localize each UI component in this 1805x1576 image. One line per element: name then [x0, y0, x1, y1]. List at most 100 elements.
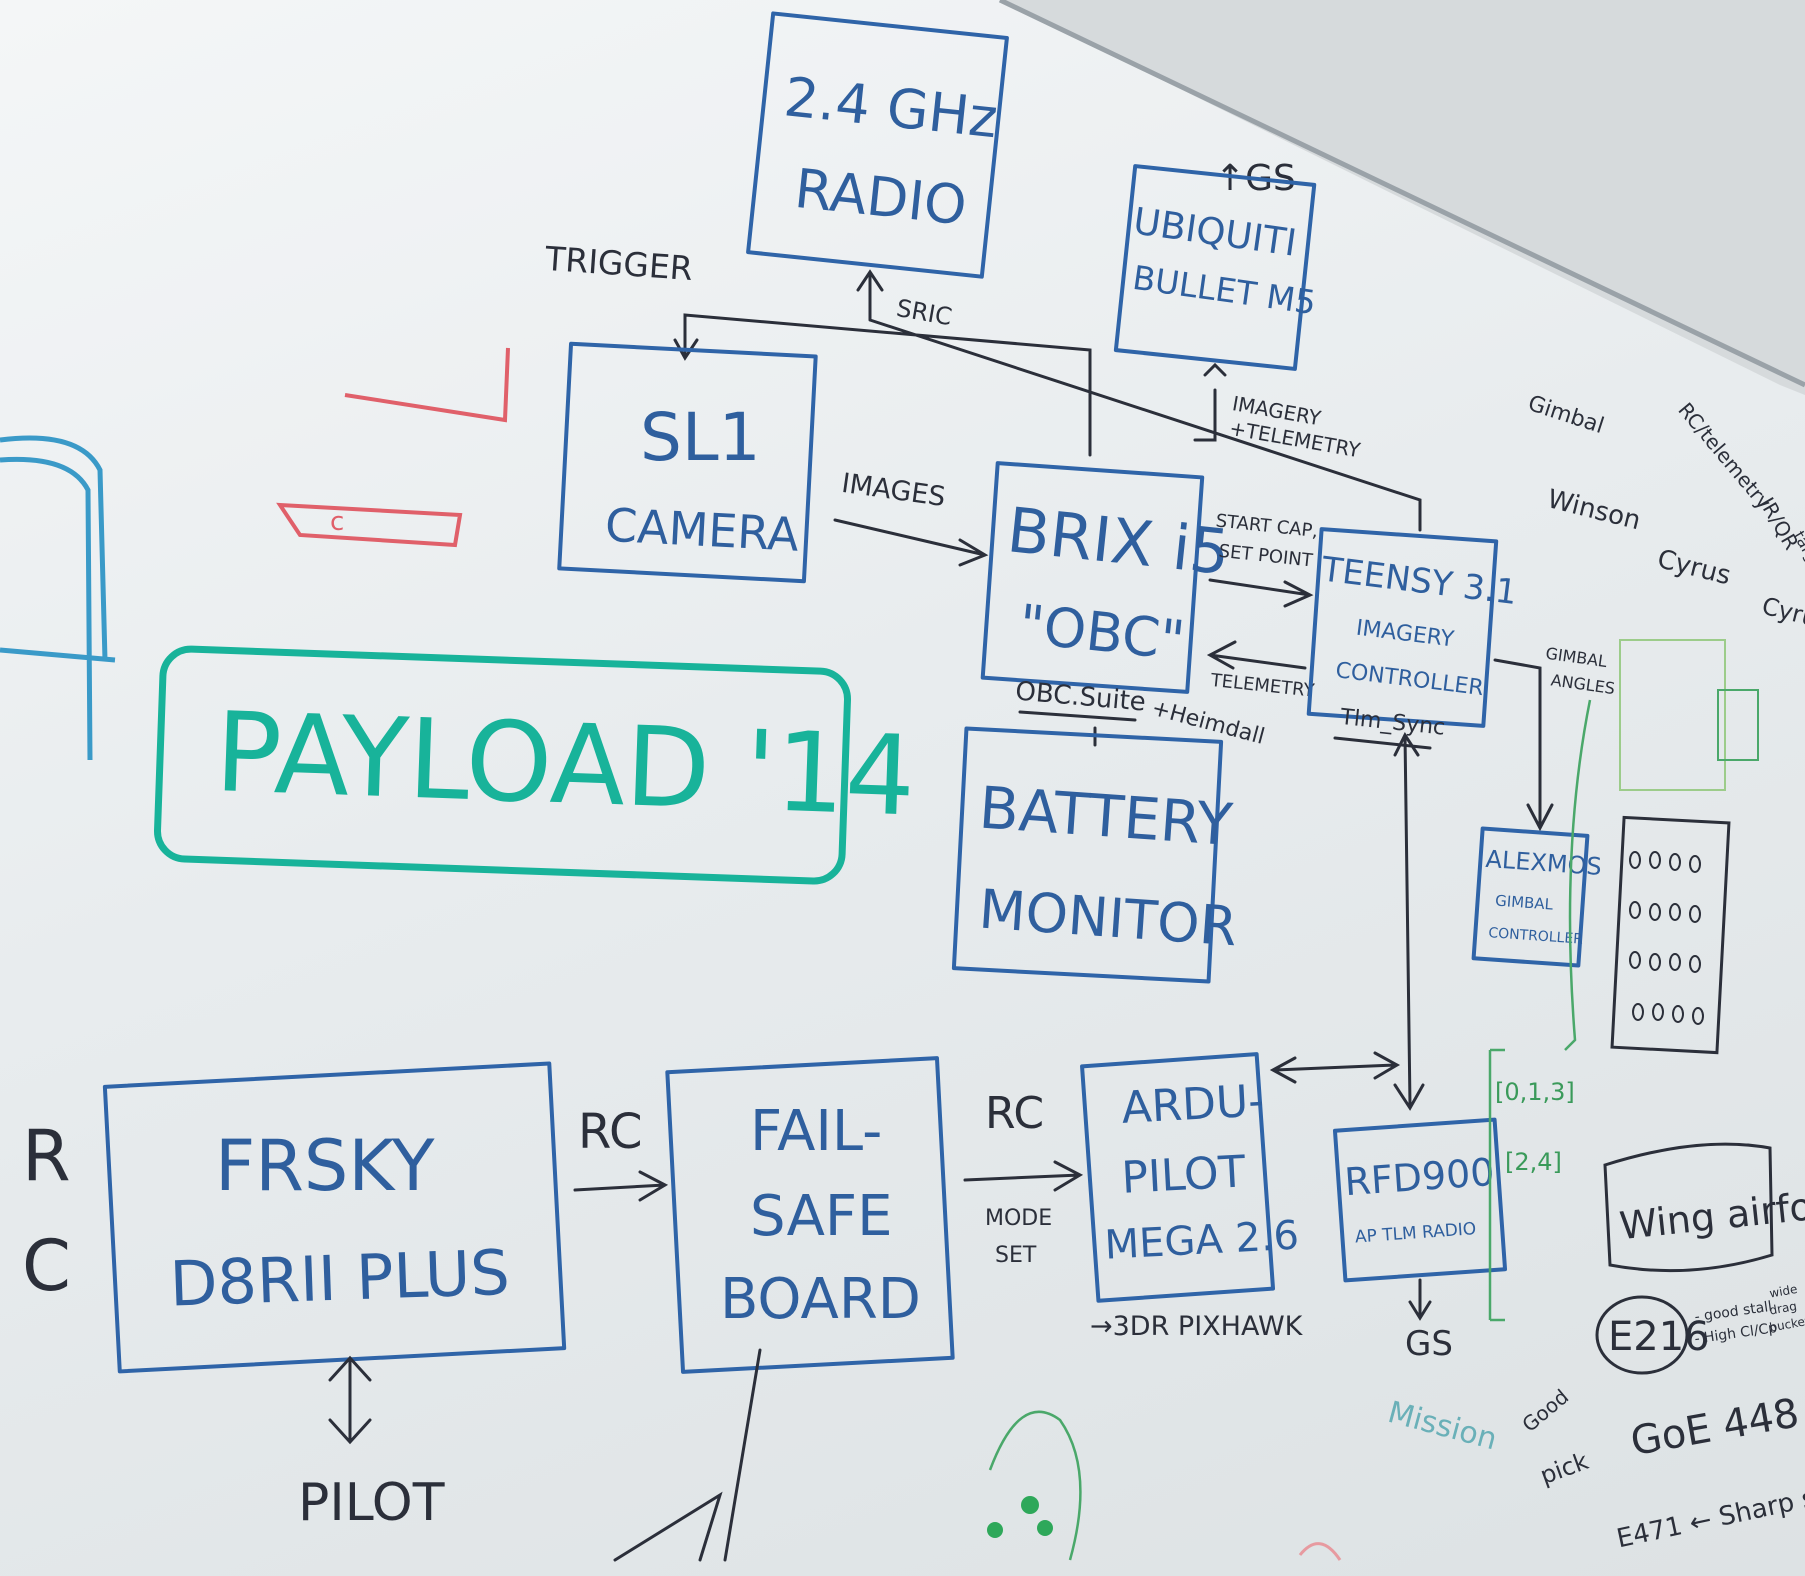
teensy-label-1: TEENSY 3.1: [1319, 549, 1520, 613]
trigger-connector: [683, 269, 1422, 532]
camera-box: [557, 341, 818, 584]
brix-label-2: "OBC": [1016, 592, 1188, 672]
note-pick: pick: [1536, 1447, 1592, 1490]
rfd900-label-1: RFD900: [1343, 1150, 1496, 1204]
teensy-box: [1306, 527, 1499, 728]
green-sketch-box: [1619, 639, 1726, 791]
alexmos-box: [1471, 826, 1590, 968]
failsafe-label-1: FAIL-: [750, 1099, 882, 1164]
battery-box: [951, 726, 1224, 984]
gimbal-angles-arrow: [1493, 658, 1554, 832]
battery-label-2: MONITOR: [977, 878, 1239, 959]
red-scribble-glyph: c: [330, 507, 344, 537]
start-cap-arrow: [1208, 578, 1314, 608]
rc-side-letter-c: C: [22, 1225, 71, 1307]
green-figure-dot-3: [1037, 1520, 1053, 1536]
failsafe-label-2: SAFE: [750, 1184, 893, 1249]
alexmos-label-2: GIMBAL: [1495, 892, 1555, 914]
battery-label-1: BATTERY: [977, 774, 1235, 860]
note-bucket: bucket: [1768, 1314, 1805, 1335]
note-bracket-2: [2,4]: [1505, 1148, 1562, 1176]
ardupilot-box: [1080, 1052, 1276, 1303]
teensy-label-2: IMAGERY: [1355, 616, 1456, 653]
teensy-rfd-connector: [1393, 731, 1425, 1111]
mode-set-label-1: MODE: [985, 1206, 1052, 1231]
tlm-sync-underline: [1333, 736, 1432, 750]
ardupilot-label-1: ARDU-: [1120, 1075, 1265, 1133]
note-rc-telemetry: RC/telemetry: [1673, 398, 1776, 514]
obc-underline: [1018, 710, 1137, 747]
note-wide: wide: [1768, 1282, 1798, 1301]
camera-label-2: CAMERA: [604, 498, 801, 562]
teensy-label-3: CONTROLLER: [1334, 658, 1485, 701]
telemetry-arrow: [1206, 640, 1307, 670]
gs-bottom-label: GS: [1405, 1324, 1453, 1364]
brix-box: [980, 461, 1205, 694]
wing-airfoil-box: [1603, 1142, 1774, 1273]
radio-label-1: 2.4 GHz: [781, 65, 1000, 150]
note-e471: E471 ← Sharp stall: [1614, 1474, 1805, 1554]
frsky-label-1: FRSKY: [215, 1125, 435, 1207]
green-bracket: [1488, 699, 1592, 1322]
ardupilot-label-3: MEGA 2.6: [1103, 1213, 1300, 1269]
e216-circle: [1595, 1295, 1689, 1375]
note-cyrus: Cyrus: [1654, 544, 1733, 591]
telemetry-label: TELEMETRY: [1209, 670, 1317, 702]
rc-label-2: RC: [985, 1088, 1044, 1139]
pilot-arrow: [328, 1355, 372, 1445]
rfd-gs-arrow: [1408, 1278, 1432, 1321]
green-figure-dot-1: [1021, 1496, 1039, 1514]
frsky-label-2: D8RII PLUS: [168, 1236, 510, 1321]
rc-label-1: RC: [578, 1104, 642, 1160]
rc-arrow-2: [963, 1160, 1084, 1192]
ardupilot-label-2: PILOT: [1120, 1146, 1247, 1203]
mode-set-label-2: SET: [995, 1243, 1037, 1268]
green-figure-dot-2: [987, 1522, 1003, 1538]
left-scribble: [0, 435, 116, 761]
tlm-sync-label: Tlm_Sync: [1338, 705, 1446, 741]
ubiquiti-box: [1113, 164, 1317, 371]
payload-title-box: [154, 645, 851, 885]
trigger-label: TRIGGER: [543, 239, 694, 288]
ardupilot-rfd-arrow: [1269, 1051, 1401, 1084]
failsafe-label-3: BOARD: [720, 1267, 921, 1332]
alexmos-label-3: CONTROLLER: [1488, 925, 1584, 948]
radio-label-2: RADIO: [792, 157, 970, 238]
note-drag: drag: [1768, 1299, 1798, 1318]
radio-box: [746, 11, 1009, 279]
green-small-box: [1717, 689, 1759, 761]
note-targets: targets: [1790, 528, 1805, 587]
gimbal-angles-label-1: GIMBAL: [1544, 644, 1608, 671]
images-label: IMAGES: [840, 468, 948, 513]
note-winson: Winson: [1544, 484, 1643, 536]
note-goe448: GoE 448: [1627, 1390, 1802, 1465]
green-figure-arc: [988, 1410, 1082, 1561]
note-gimbal: Gimbal: [1525, 391, 1607, 439]
note-cyrus-2: Cyrus: [1759, 592, 1805, 636]
images-arrow: [833, 518, 989, 567]
gimbal-angles-label-2: ANGLES: [1550, 670, 1617, 698]
note-e216: E216: [1608, 1314, 1710, 1360]
rfd900-box: [1332, 1117, 1508, 1283]
board-frame-line: [998, 0, 1805, 388]
imagery-telemetry-connector: [1193, 362, 1227, 442]
wing-airfoil-label: Wing airfoil: [1617, 1182, 1805, 1248]
note-good: Good: [1517, 1384, 1573, 1436]
failsafe-tail: [613, 1348, 762, 1562]
trigger-arrowhead: [673, 338, 699, 361]
camera-label-1: SL1: [640, 399, 761, 476]
pixhawk-label: →3DR PIXHAWK: [1090, 1311, 1304, 1342]
frsky-box: [102, 1061, 567, 1374]
ubiquiti-label-2: BULLET M5: [1130, 258, 1318, 322]
pink-scribble: [1298, 1542, 1342, 1561]
sric-label: SRIC: [894, 294, 954, 331]
red-scribble-1: [344, 347, 510, 423]
set-point-label: SET POINT: [1218, 541, 1315, 572]
rc-arrow-1: [573, 1170, 669, 1202]
ubiquiti-label-1: UBIQUITI: [1131, 199, 1299, 264]
note-bracket-1: [0,1,3]: [1495, 1078, 1575, 1106]
note-mission: Mission: [1384, 1395, 1500, 1458]
dot-grid-box: [1610, 815, 1731, 1055]
